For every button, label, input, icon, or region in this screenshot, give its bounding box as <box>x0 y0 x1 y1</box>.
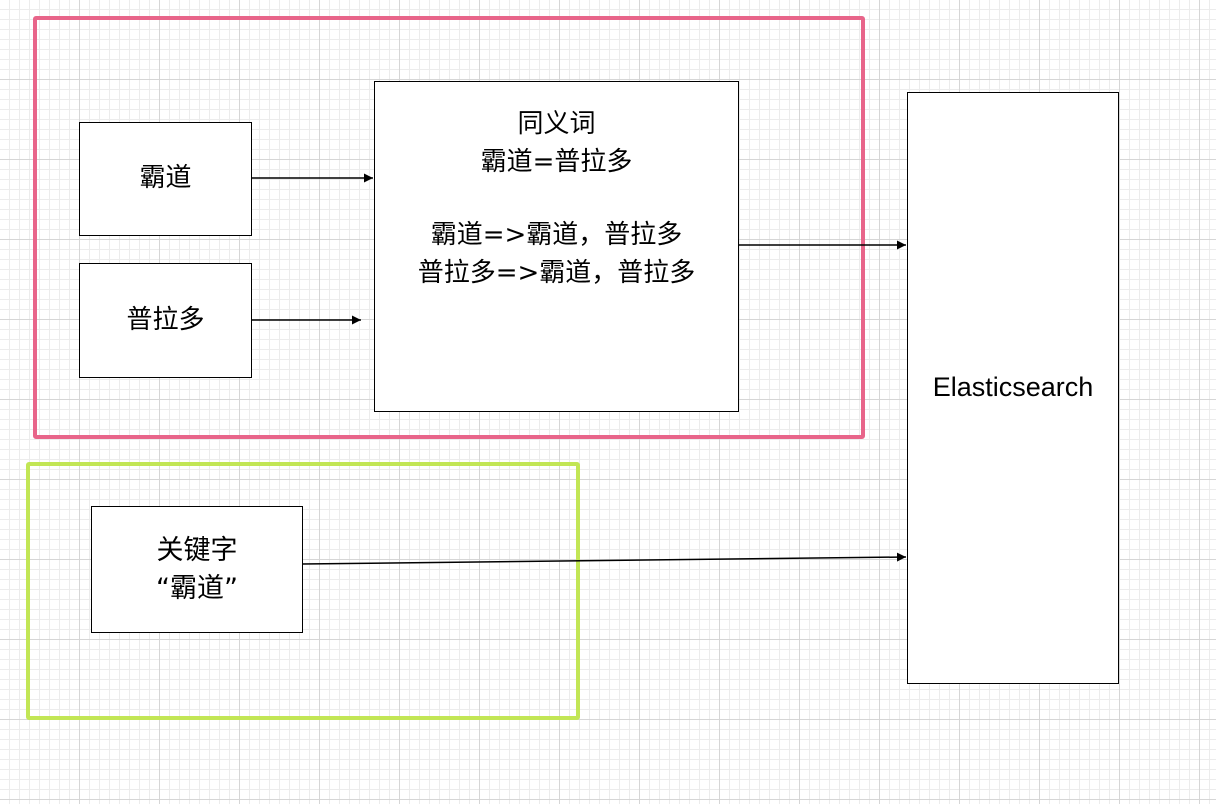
puladuo-label: 普拉多 <box>126 304 205 335</box>
synonym-title: 同义词 <box>517 109 596 139</box>
arrow-keyword-to-elasticsearch <box>301 552 907 565</box>
keyword-line-1: 关键字 <box>156 534 238 566</box>
keyword-text-block: 关键字 “霸道” <box>156 532 238 608</box>
badao-label: 霸道 <box>139 163 192 194</box>
synonym-group-frame <box>33 16 865 439</box>
elasticsearch-node[interactable]: Elasticsearch <box>907 92 1119 684</box>
synonym-mapping-2: 普拉多=>霸道，普拉多 <box>417 258 696 289</box>
elasticsearch-label: Elasticsearch <box>932 372 1094 403</box>
synonym-node[interactable]: 同义词 霸道=普拉多 霸道=>霸道，普拉多 普拉多=>霸道，普拉多 <box>374 81 739 412</box>
synonym-text-block: 同义词 霸道=普拉多 霸道=>霸道，普拉多 普拉多=>霸道，普拉多 <box>418 106 696 293</box>
synonym-equivalence: 霸道=普拉多 <box>480 146 633 177</box>
badao-node[interactable]: 霸道 <box>79 122 252 236</box>
keyword-group-frame <box>26 462 580 720</box>
synonym-mapping-1: 霸道=>霸道，普拉多 <box>430 220 683 251</box>
keyword-line-2: “霸道” <box>156 572 238 604</box>
keyword-node[interactable]: 关键字 “霸道” <box>91 506 303 633</box>
puladuo-node[interactable]: 普拉多 <box>79 263 252 378</box>
